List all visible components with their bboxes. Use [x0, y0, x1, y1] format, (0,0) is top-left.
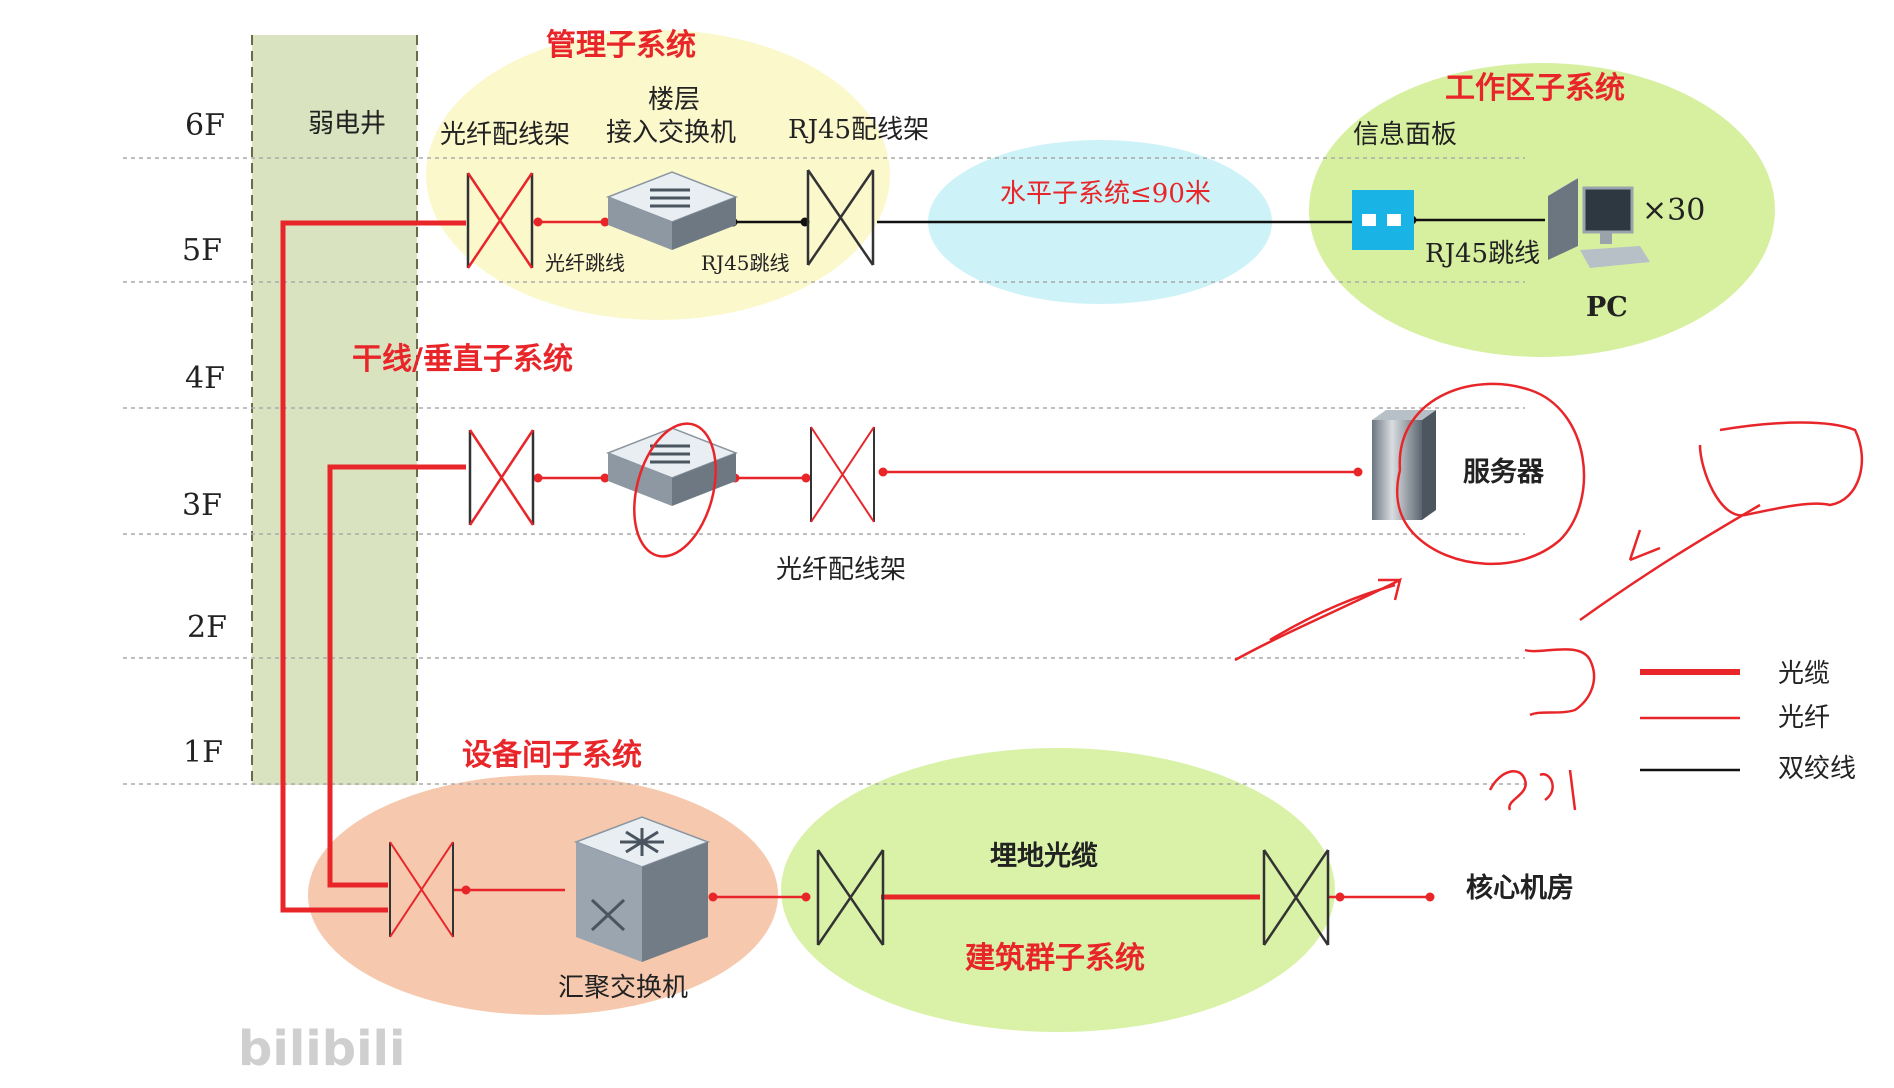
- access-switch-label-line2: 接入交换机: [606, 118, 736, 148]
- floor-dividers: [123, 157, 1525, 785]
- twisted-pair-lines: [733, 218, 1545, 224]
- server-label: 服务器: [1463, 457, 1545, 488]
- rj45-jumper-label: RJ45跳线: [701, 251, 790, 275]
- floor-label-6f: 6F: [185, 108, 225, 143]
- work-area-subsystem-title: 工作区子系统: [1445, 71, 1625, 106]
- watermark: bilibili: [238, 1021, 405, 1077]
- equipment-room-subsystem-title: 设备间子系统: [462, 738, 642, 773]
- fiber-patch-panel-top-label: 光纤配线架: [440, 120, 570, 150]
- weak-current-shaft: [252, 35, 417, 785]
- server-icon: [1372, 410, 1436, 520]
- legend-label-twisted: 双绞线: [1778, 754, 1856, 784]
- aggregation-switch-label: 汇聚交换机: [558, 973, 688, 1003]
- rj45-patch-panel-5f-icon: [806, 169, 875, 266]
- legend-label-cable: 光缆: [1778, 659, 1830, 689]
- access-switch-5f-icon: [605, 171, 739, 250]
- floor-label-5f: 5F: [182, 233, 222, 268]
- building-group-zone: [781, 748, 1335, 1032]
- work-area-zone: [1309, 63, 1775, 357]
- building-patch-panel-left-icon: [816, 849, 885, 946]
- fiber-patch-panel-3f-right-icon: [810, 426, 875, 523]
- shaft-label: 弱电井: [308, 109, 386, 139]
- floor-label-4f: 4F: [185, 361, 225, 396]
- hand-annotations: [633, 382, 1864, 811]
- legend-label-fiber: 光纤: [1778, 703, 1830, 733]
- backbone-subsystem-title: 干线/垂直子系统: [352, 342, 573, 377]
- pc-label: PC: [1586, 292, 1628, 323]
- fiber-patch-panel-5f-icon: [466, 172, 534, 269]
- floor-label-1f: 1F: [183, 735, 223, 770]
- building-patch-panel-right-icon: [1262, 849, 1330, 946]
- aggregation-switch-icon: [573, 816, 711, 962]
- fiber-jumper-label: 光纤跳线: [545, 251, 625, 275]
- management-subsystem-title: 管理子系统: [546, 28, 696, 63]
- pc-count-label: ×30: [1642, 193, 1705, 228]
- core-room-label: 核心机房: [1466, 872, 1574, 904]
- fiber-patch-panel-3f-left-icon: [468, 429, 535, 526]
- floor-label-3f: 3F: [182, 488, 222, 523]
- legend: 光缆 光纤 双绞线: [1640, 659, 1856, 784]
- fiber-jumpers: [453, 220, 1430, 899]
- pc-icon: [1548, 172, 1650, 268]
- fiber-patch-panel-1f-icon: [389, 841, 454, 938]
- buried-cable-label: 埋地光缆: [990, 841, 1098, 872]
- fiber-patch-panel-3f-label: 光纤配线架: [776, 555, 906, 585]
- info-panel-icon: [1352, 190, 1414, 250]
- rj45-jumper-pc-label: RJ45跳线: [1425, 239, 1540, 269]
- access-switch-3f-icon: [605, 427, 739, 506]
- access-switch-label-line1: 楼层: [648, 85, 700, 115]
- info-panel-label: 信息面板: [1353, 120, 1457, 150]
- management-zone: [426, 30, 890, 320]
- building-group-subsystem-title: 建筑群子系统: [965, 941, 1145, 976]
- rj45-patch-panel-label: RJ45配线架: [788, 115, 929, 145]
- horizontal-subsystem-title: 水平子系统≤90米: [1000, 179, 1211, 209]
- floor-label-2f: 2F: [187, 610, 227, 645]
- fiber-cables: [280, 220, 1260, 913]
